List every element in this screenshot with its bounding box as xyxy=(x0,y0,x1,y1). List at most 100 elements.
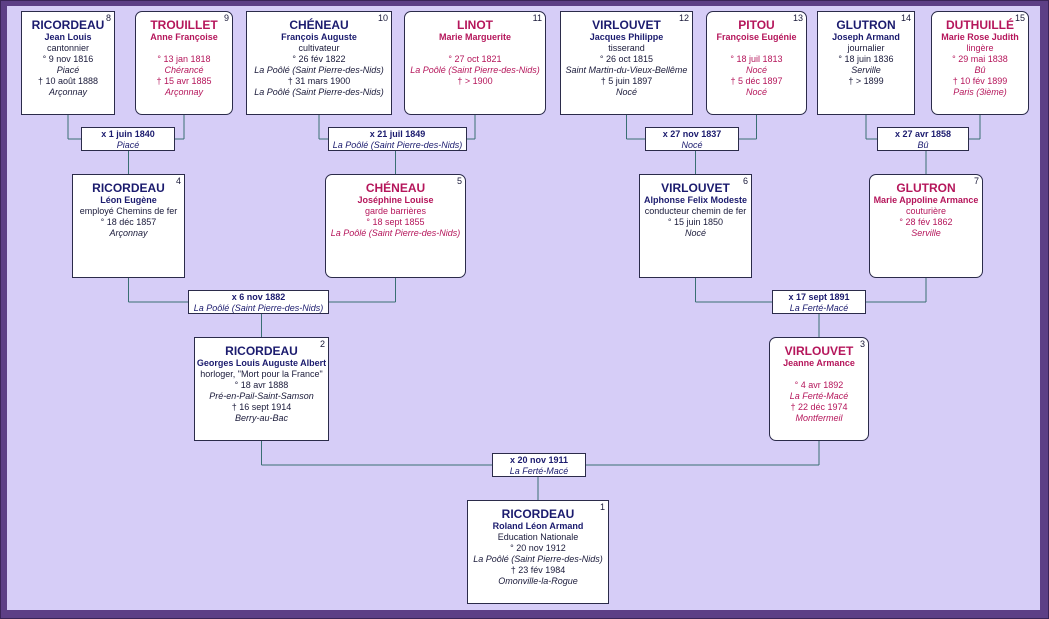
person-detail: conducteur chemin de fer xyxy=(644,206,747,216)
person-detail: La Poôlé (Saint Pierre-des-Nids) xyxy=(254,87,384,97)
person-detail: † 10 fév 1899 xyxy=(952,76,1008,86)
person-detail: ° 18 juil 1813 xyxy=(730,54,783,64)
sosa-number: 14 xyxy=(900,13,911,23)
sosa-number: 2 xyxy=(319,339,325,349)
surname: GLUTRON xyxy=(836,18,896,32)
person-detail xyxy=(707,43,806,54)
person-detail: Montfermeil xyxy=(795,413,843,423)
person-detail: Pré-en-Pail-Saint-Samson xyxy=(209,391,314,401)
marriage-place: La Poôlé (Saint Pierre-des-Nids) xyxy=(193,303,324,313)
person-detail: † 5 déc 1897 xyxy=(730,76,783,86)
given-names: Anne Françoise xyxy=(150,32,218,42)
person-detail: ° 27 oct 1821 xyxy=(448,54,502,64)
person-detail: ° 13 jan 1818 xyxy=(157,54,211,64)
sosa-number: 1 xyxy=(599,502,605,512)
person-detail: ° 20 nov 1912 xyxy=(510,543,566,553)
person-detail: Berry-au-Bac xyxy=(234,413,288,423)
surname: VIRLOUVET xyxy=(592,18,661,32)
surname: RICORDEAU xyxy=(501,507,575,521)
sosa-number: 8 xyxy=(105,13,111,23)
person-detail: Piacé xyxy=(56,65,80,75)
person-detail: La Poôlé (Saint Pierre-des-Nids) xyxy=(473,554,603,564)
sosa-number: 15 xyxy=(1014,13,1025,23)
surname: CHÉNEAU xyxy=(365,181,426,195)
person-detail: Chérancé xyxy=(164,65,204,75)
person-detail: ° 18 déc 1857 xyxy=(100,217,157,227)
marriage-date: x 1 juin 1840 xyxy=(101,129,155,139)
person-detail: ° 18 avr 1888 xyxy=(234,380,289,390)
sosa-number: 12 xyxy=(678,13,689,23)
person-detail: ° 29 mai 1838 xyxy=(952,54,1008,64)
person-detail: † > 1899 xyxy=(848,76,884,86)
surname: LINOT xyxy=(457,18,493,32)
person-detail: † 23 fév 1984 xyxy=(510,565,566,575)
surname: RICORDEAU xyxy=(92,181,165,195)
person-detail: cantonnier xyxy=(46,43,90,53)
surname: CHÉNEAU xyxy=(289,18,349,32)
marriage-date: x 27 nov 1837 xyxy=(662,129,722,139)
person-detail xyxy=(136,43,232,54)
person-detail: Nocé xyxy=(615,87,637,97)
person-detail: La Poôlé (Saint Pierre-des-Nids) xyxy=(254,65,384,75)
person-detail: † > 1900 xyxy=(457,76,493,86)
person-detail: Paris (3ième) xyxy=(953,87,1007,97)
given-names: Léon Eugène xyxy=(100,195,157,205)
person-detail: Nocé xyxy=(745,65,767,75)
person-detail: ° 9 nov 1816 xyxy=(42,54,94,64)
sosa-number: 11 xyxy=(532,13,542,23)
surname: VIRLOUVET xyxy=(784,344,854,358)
given-names: Marie Appoline Armance xyxy=(873,195,979,205)
person-detail: ° 28 fév 1862 xyxy=(899,217,953,227)
marriage-place: La Ferté-Macé xyxy=(789,303,849,313)
person-detail: Arçonnay xyxy=(48,87,88,97)
marriage-place: Piacé xyxy=(116,140,140,150)
person-detail: cultivateur xyxy=(298,43,340,53)
marriage-date: x 17 sept 1891 xyxy=(788,292,850,302)
person-detail: ° 18 juin 1836 xyxy=(838,54,894,64)
given-names: Georges Louis Auguste Albert xyxy=(196,358,327,368)
person-detail: † 22 déc 1974 xyxy=(790,402,848,412)
marriage-date: x 27 avr 1858 xyxy=(894,129,952,139)
person-detail: La Poôlé (Saint Pierre-des-Nids) xyxy=(410,65,540,75)
person-detail: ° 18 sept 1855 xyxy=(366,217,425,227)
marriage-date: x 21 juil 1849 xyxy=(369,129,426,139)
surname: TROUILLET xyxy=(150,18,218,32)
person-detail: Bû xyxy=(974,65,986,75)
marriage-place: La Poôlé (Saint Pierre-des-Nids) xyxy=(332,140,463,150)
person-detail: Nocé xyxy=(745,87,767,97)
sosa-number: 4 xyxy=(175,176,181,186)
sosa-number: 3 xyxy=(859,339,865,349)
person-detail: tisserand xyxy=(608,43,645,53)
person-detail: garde barrières xyxy=(364,206,427,216)
person-detail: Arçonnay xyxy=(164,87,204,97)
person-detail: ° 26 oct 1815 xyxy=(599,54,654,64)
person-detail: horloger, "Mort pour la France" xyxy=(200,369,323,379)
person-detail: † 16 sept 1914 xyxy=(231,402,292,412)
sosa-number: 6 xyxy=(742,176,748,186)
person-detail xyxy=(770,369,868,380)
given-names: Jeanne Armance xyxy=(783,358,855,368)
